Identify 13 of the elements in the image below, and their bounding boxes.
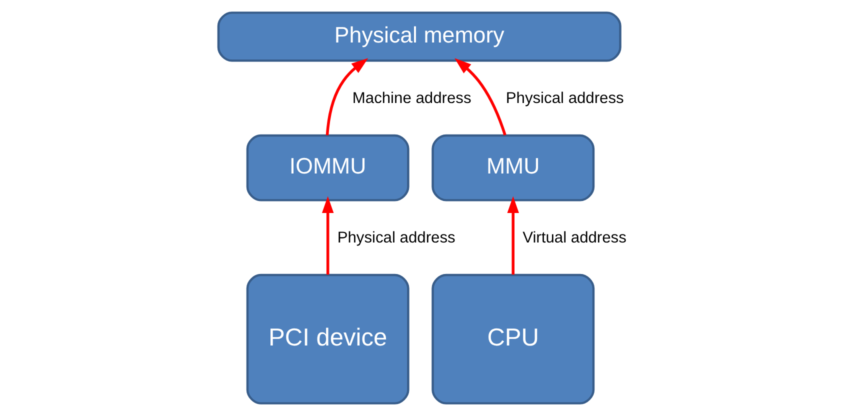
edge-label: Physical address [337, 229, 456, 246]
arrow [454, 58, 506, 136]
edge-label: Machine address [352, 90, 472, 107]
arrow [326, 58, 368, 136]
arrow [507, 196, 519, 275]
edge-label: Physical address [506, 90, 624, 107]
node-box: IOMMU [246, 134, 410, 202]
node-box: MMU [432, 134, 595, 202]
node-box: Physical memory [217, 12, 622, 62]
node-box: CPU [432, 274, 595, 404]
edge-label: Virtual address [522, 229, 626, 246]
node-box: PCI device [246, 274, 410, 404]
arrow [322, 196, 334, 275]
